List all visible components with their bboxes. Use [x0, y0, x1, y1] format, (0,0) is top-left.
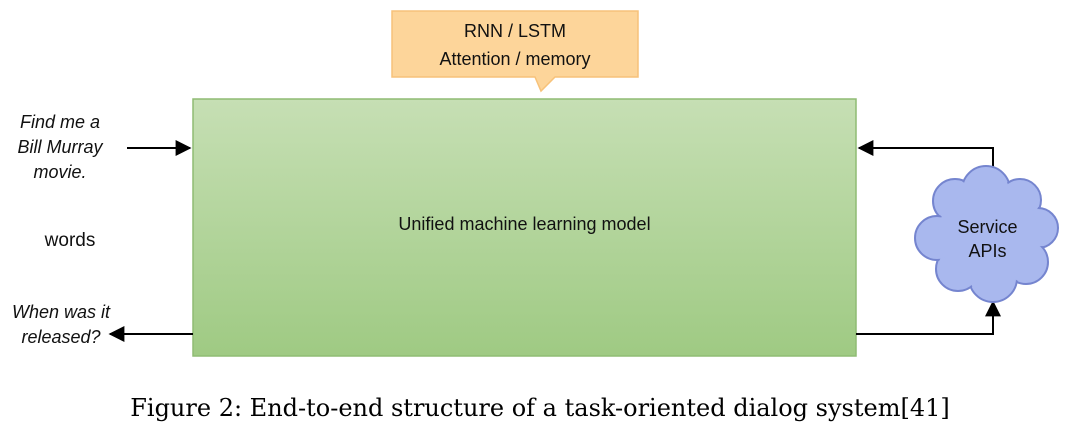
user-input-text: Find me a Bill Murray movie. [0, 110, 120, 185]
figure-caption: Figure 2: End-to-end structure of a task… [130, 394, 950, 422]
callout-text: RNN / LSTM Attention / memory [392, 11, 638, 77]
model-label: Unified machine learning model [398, 214, 651, 234]
model-box [192, 98, 857, 357]
output-line-1: When was it [11, 302, 111, 322]
input-line-1: Find me a [19, 112, 101, 132]
callout-line-1: RNN / LSTM [463, 21, 566, 41]
input-line-3: movie. [33, 162, 87, 182]
service-line-1: Service [957, 217, 1018, 237]
service-cloud-icon [914, 165, 1059, 303]
callout-line-2: Attention / memory [439, 49, 591, 69]
words-label: words [44, 230, 96, 251]
input-line-2: Bill Murray [17, 137, 103, 157]
callout-bubble [391, 10, 639, 93]
service-line-2: APIs [968, 241, 1007, 261]
model-to-service-arrow [856, 300, 1001, 335]
service-apis-label: Service APIs [930, 215, 1045, 263]
output-line-2: released? [21, 327, 101, 347]
system-output-text: When was it released? [0, 300, 122, 350]
